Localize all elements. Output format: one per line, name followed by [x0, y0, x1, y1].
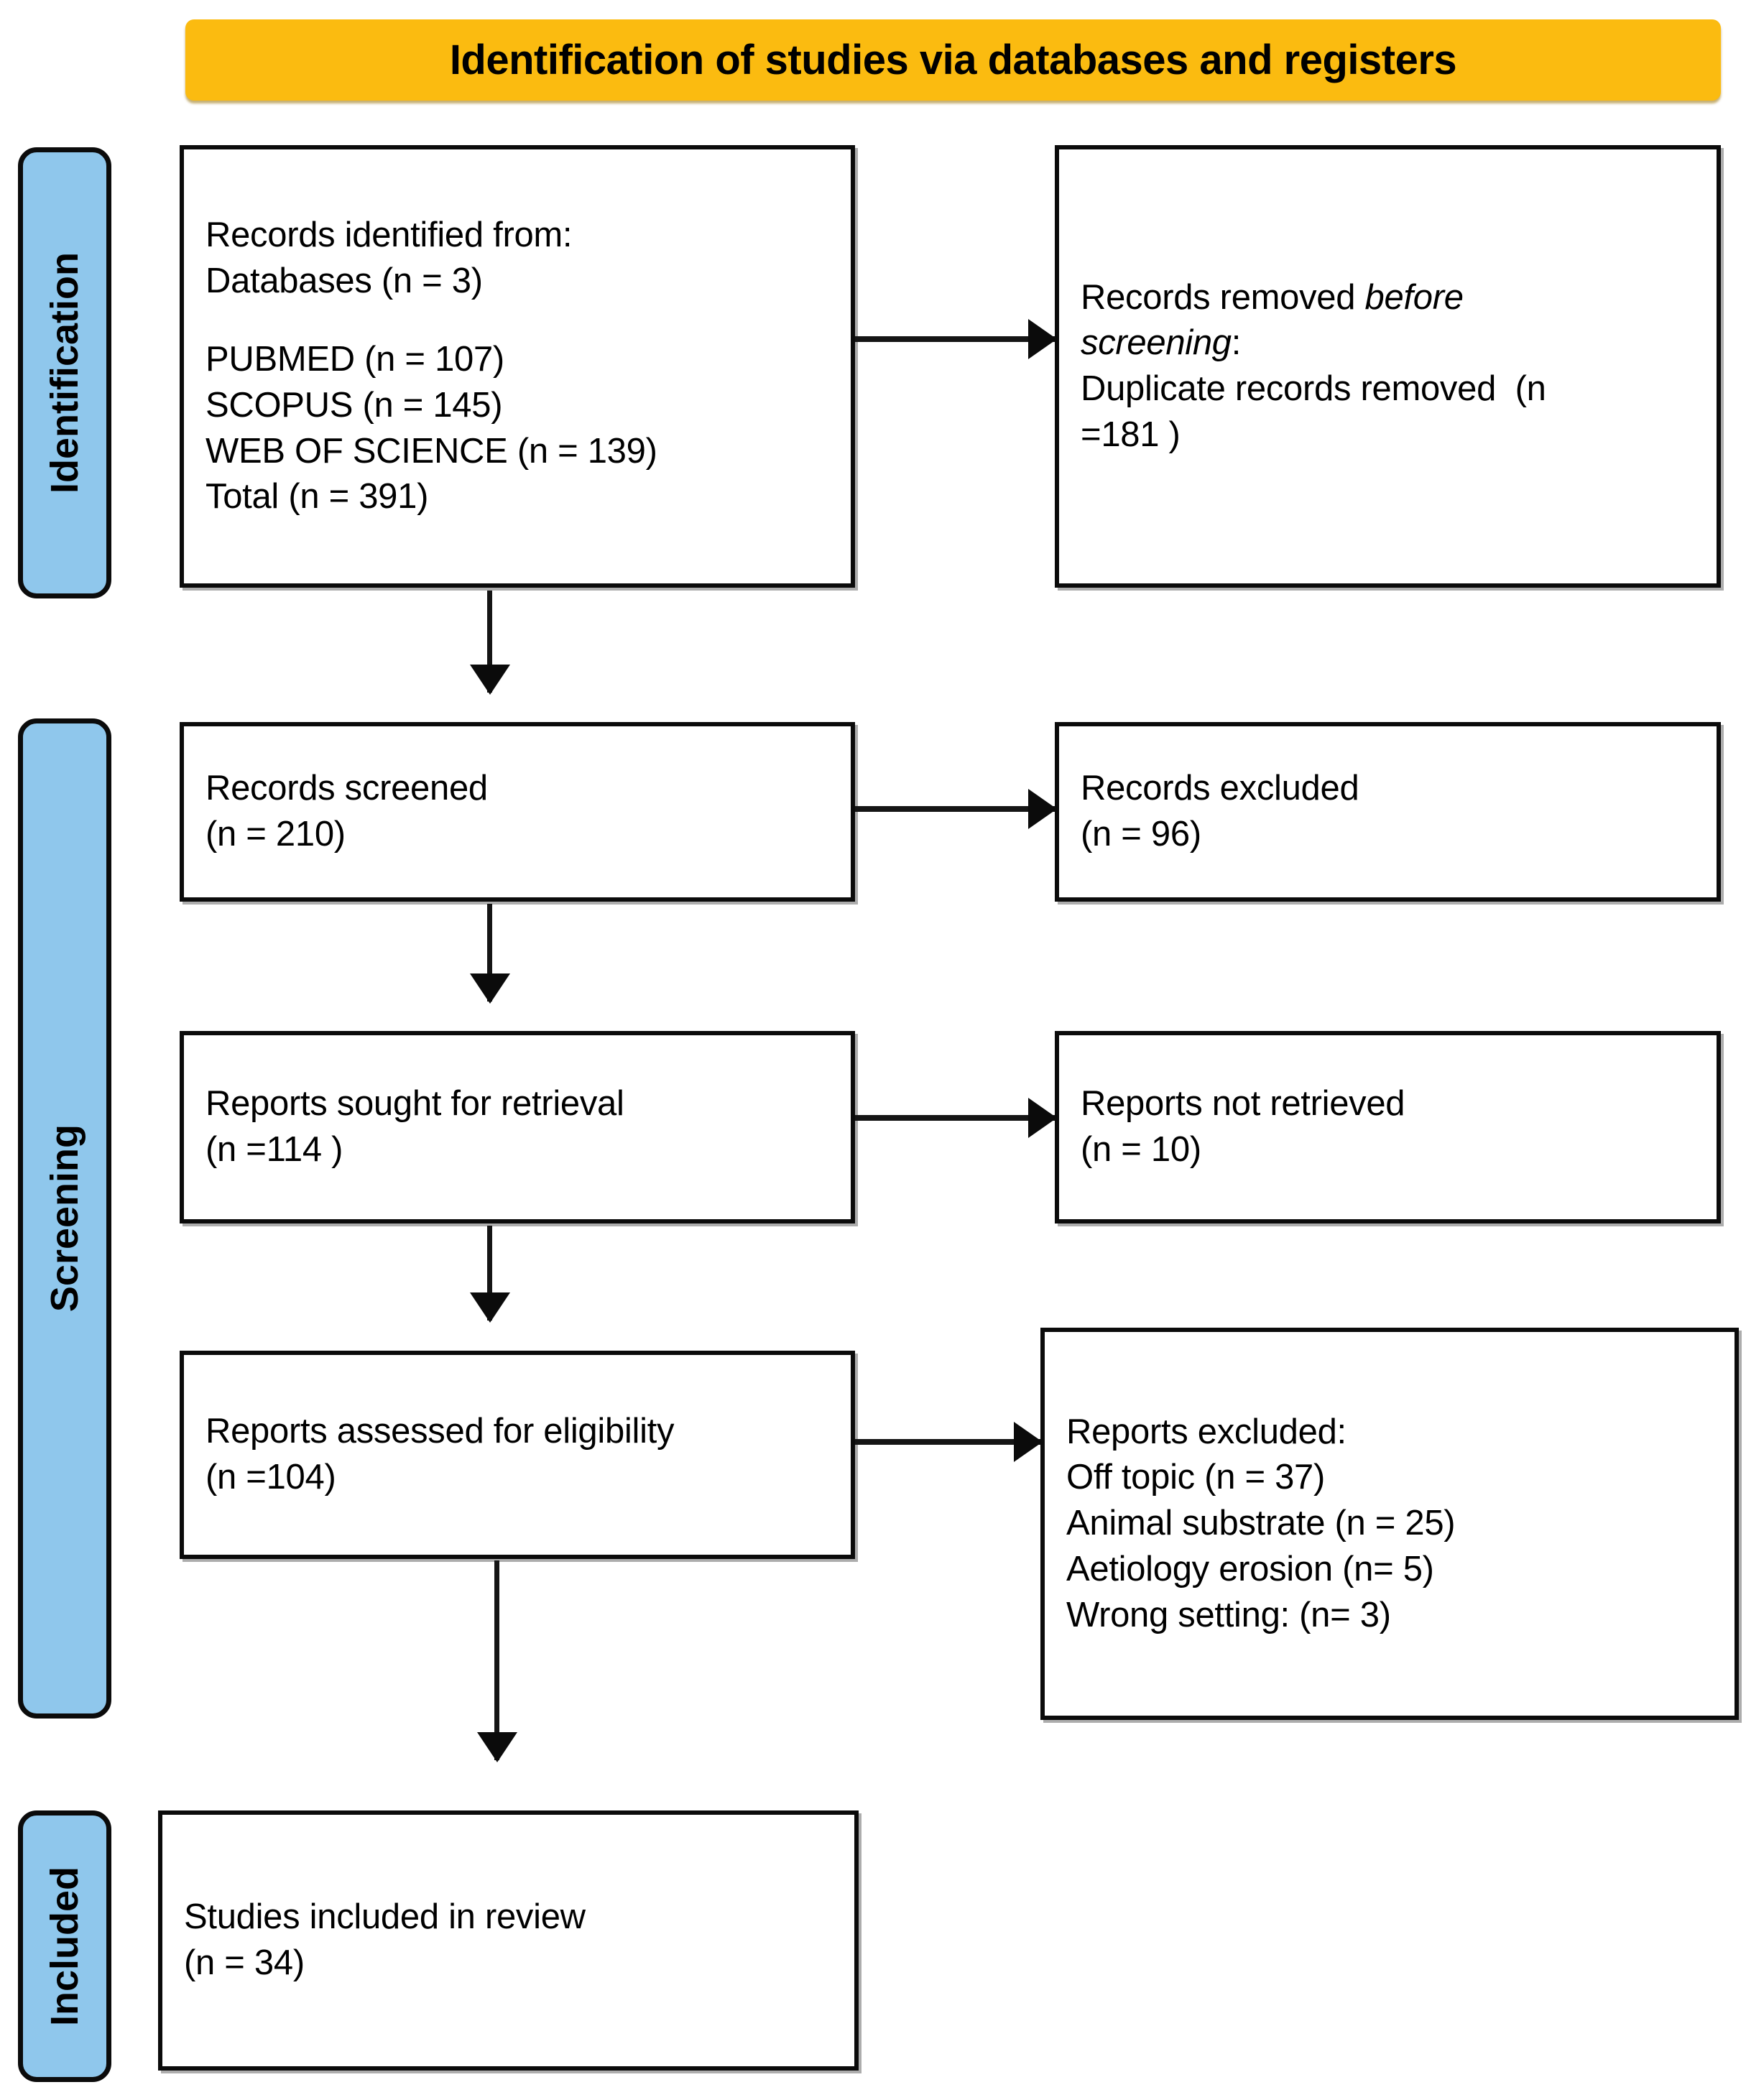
records-identified-line-1: Records identified from:	[205, 215, 573, 254]
arrow-identified-to-screened	[487, 591, 492, 693]
node-reports-excluded: Reports excluded: Off topic (n = 37) Ani…	[1040, 1328, 1739, 1720]
records-screened-label: Records screened	[205, 769, 488, 808]
records-removed-line-3: Duplicate records removed (n	[1081, 369, 1546, 408]
reports-excluded-reason-off-topic: Off topic (n = 37)	[1066, 1458, 1326, 1497]
reports-excluded-heading: Reports excluded:	[1066, 1412, 1347, 1451]
records-identified-webofscience: WEB OF SCIENCE (n = 139)	[205, 431, 657, 471]
arrow-screened-to-sought	[487, 904, 492, 1002]
stage-label-screening-text: Screening	[43, 1124, 86, 1313]
stage-label-included: Included	[18, 1810, 111, 2082]
node-records-removed: Records removed before screening: Duplic…	[1055, 145, 1721, 588]
arrow-sought-to-notretrieved	[855, 1115, 1055, 1121]
studies-included-count: (n = 34)	[184, 1943, 305, 1982]
reports-excluded-reason-animal-substrate: Animal substrate (n = 25)	[1066, 1504, 1456, 1543]
records-identified-line-2: Databases (n = 3)	[205, 261, 483, 300]
records-removed-line-2: screening:	[1081, 320, 1695, 366]
diagram-title: Identification of studies via databases …	[449, 37, 1457, 83]
reports-excluded-reason-wrong-setting: Wrong setting: (n= 3)	[1066, 1595, 1391, 1634]
records-identified-spacer	[205, 304, 829, 337]
arrow-assessed-to-repexcluded	[855, 1439, 1040, 1445]
node-reports-not-retrieved: Reports not retrieved (n = 10)	[1055, 1031, 1721, 1224]
records-identified-scopus: SCOPUS (n = 145)	[205, 386, 503, 425]
reports-not-retrieved-count: (n = 10)	[1081, 1130, 1201, 1169]
node-reports-sought: Reports sought for retrieval (n =114 )	[180, 1031, 855, 1224]
arrow-assessed-to-included	[494, 1560, 499, 1760]
records-removed-colon: :	[1231, 323, 1242, 363]
records-excluded-label: Records excluded	[1081, 769, 1359, 808]
reports-not-retrieved-label: Reports not retrieved	[1081, 1084, 1405, 1124]
node-records-excluded: Records excluded (n = 96)	[1055, 722, 1721, 902]
diagram-title-banner: Identification of studies via databases …	[185, 19, 1721, 101]
stage-label-screening: Screening	[18, 718, 111, 1719]
reports-excluded-reason-aetiology-erosion: Aetiology erosion (n= 5)	[1066, 1549, 1434, 1588]
studies-included-label: Studies included in review	[184, 1897, 586, 1937]
node-records-identified: Records identified from: Databases (n = …	[180, 145, 855, 588]
stage-label-identification-text: Identification	[43, 252, 86, 494]
reports-assessed-count: (n =104)	[205, 1458, 336, 1497]
stage-label-included-text: Included	[43, 1866, 86, 2026]
records-removed-prefix: Records removed	[1081, 277, 1365, 317]
records-removed-line-1: Records removed before	[1081, 275, 1695, 321]
reports-sought-count: (n =114 )	[205, 1130, 343, 1169]
node-records-screened: Records screened (n = 210)	[180, 722, 855, 902]
reports-assessed-label: Reports assessed for eligibility	[205, 1412, 675, 1451]
records-removed-screening: screening	[1081, 323, 1232, 363]
records-screened-count: (n = 210)	[205, 815, 346, 854]
records-identified-pubmed: PUBMED (n = 107)	[205, 340, 504, 379]
node-studies-included: Studies included in review (n = 34)	[158, 1810, 859, 2071]
arrow-sought-to-assessed	[487, 1226, 492, 1320]
records-removed-line-4: =181 )	[1081, 415, 1181, 454]
reports-sought-label: Reports sought for retrieval	[205, 1084, 624, 1124]
stage-label-identification: Identification	[18, 147, 111, 598]
arrow-identified-to-removed	[855, 336, 1055, 342]
records-removed-before: before	[1364, 277, 1464, 317]
records-identified-total: Total (n = 391)	[205, 477, 429, 517]
records-excluded-count: (n = 96)	[1081, 815, 1201, 854]
node-reports-assessed: Reports assessed for eligibility (n =104…	[180, 1351, 855, 1559]
arrow-screened-to-excluded	[855, 806, 1055, 812]
